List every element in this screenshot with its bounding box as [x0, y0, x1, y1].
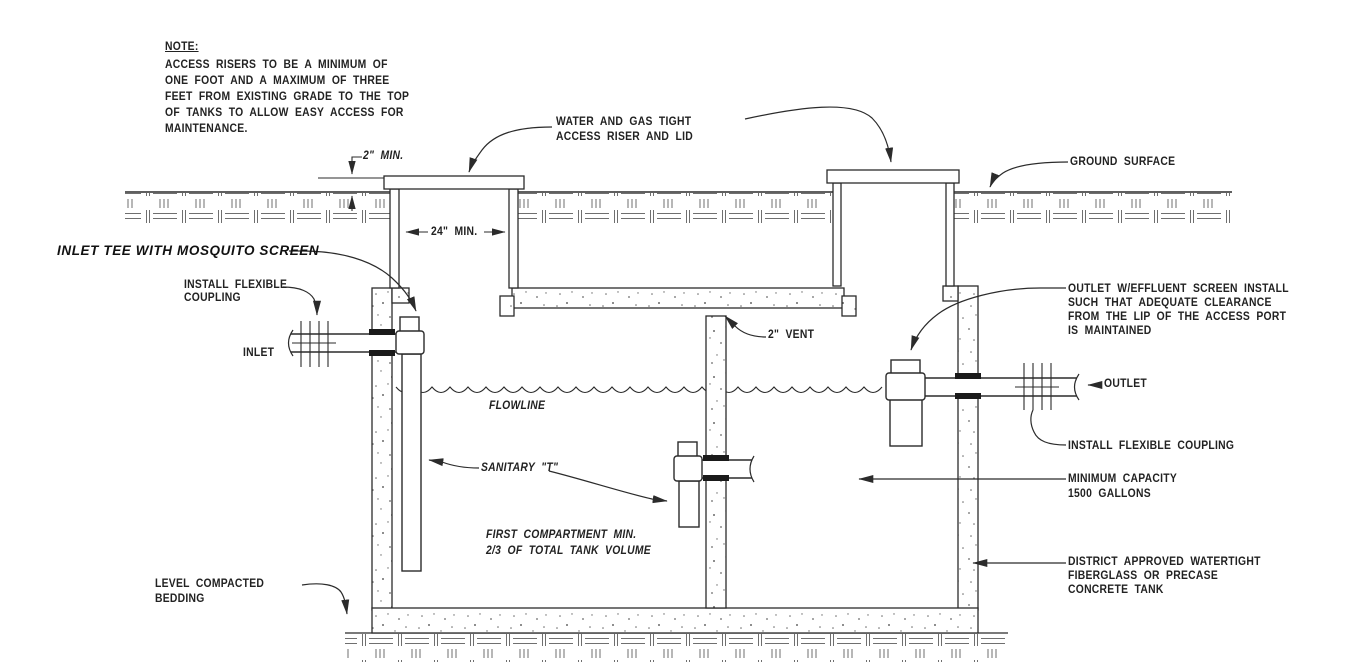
right-riser-lid — [826, 169, 960, 184]
label-install-flexible-coupling-right: INSTALL FLEXIBLE COUPLING — [1068, 440, 1235, 452]
label-install-flexible-coupling-left: INSTALL FLEXIBLE COUPLING — [184, 279, 288, 304]
note-body: ACCESS RISERS TO BE A MINIMUM OF ONE FOO… — [165, 59, 410, 135]
label-outlet: OUTLET — [1104, 378, 1148, 390]
label-inlet: INLET — [243, 347, 275, 359]
pipe-break-symbol — [287, 329, 294, 357]
inlet-drop-pipe — [401, 353, 422, 572]
outlet-tee — [885, 359, 926, 447]
pipe-wall-seal — [955, 393, 981, 399]
label-ground-surface: GROUND SURFACE — [1070, 156, 1176, 168]
pipe-wall-seal — [955, 373, 981, 379]
label-first-compartment: FIRST COMPARTMENT MIN. 2/3 OF TOTAL TANK… — [486, 529, 651, 557]
left-riser-lid — [383, 175, 525, 190]
tank-lid-slab — [511, 287, 845, 309]
middle-tee — [673, 441, 755, 528]
bedding-hatch — [345, 632, 1008, 662]
label-district-tank: DISTRICT APPROVED WATERTIGHT FIBERGLASS … — [1068, 556, 1261, 596]
leader-lines — [282, 106, 1103, 615]
leader-water-gas-tight-left — [468, 126, 553, 173]
pipe-wall-seal — [369, 329, 395, 335]
pipe-break-symbol — [749, 455, 755, 483]
label-sanitary-t: SANITARY "T" — [481, 462, 559, 474]
leader-vent — [724, 315, 767, 338]
pipe-break-symbol — [1073, 373, 1080, 401]
leader-outlet-effluent — [910, 287, 1066, 351]
ground-soil-fill — [125, 193, 1232, 223]
tank-right-wall — [957, 285, 979, 611]
leader-bedding — [301, 583, 350, 615]
leader-flex-coupling-right — [1030, 409, 1067, 446]
label-level-compacted-bedding: LEVEL COMPACTED BEDDING — [155, 578, 265, 605]
right-riser-wall — [832, 182, 842, 287]
flexible-coupling-left — [292, 321, 336, 367]
label-outlet-effluent-screen: OUTLET W/EFFLUENT SCREEN INSTALL SUCH TH… — [1068, 283, 1289, 337]
leader-inlet-tee — [289, 250, 417, 312]
note-heading: NOTE: — [165, 41, 199, 53]
flowline-wave — [395, 386, 883, 394]
label-vent: 2" VENT — [768, 329, 815, 341]
pipe-wall-seal — [703, 455, 729, 461]
right-riser-wall — [945, 182, 955, 287]
leader-sanitary-t-left — [428, 458, 480, 469]
leader-sanitary-t-right — [548, 470, 668, 504]
label-flowline: FLOWLINE — [489, 400, 546, 412]
label-inlet-tee-mosquito-screen: INLET TEE WITH MOSQUITO SCREEN — [57, 243, 320, 258]
leader-flex-coupling-left — [282, 286, 322, 316]
tank-left-wall-flange — [391, 287, 410, 304]
label-minimum-capacity: MINIMUM CAPACITY 1500 GALLONS — [1068, 473, 1178, 500]
dimension-label-2min: 2" MIN. — [363, 150, 404, 162]
left-riser-wall — [389, 188, 400, 289]
leader-water-gas-tight-right — [744, 106, 894, 163]
left-riser-wall — [508, 188, 519, 289]
flexible-coupling-right — [1015, 363, 1059, 410]
pipe-wall-seal — [703, 475, 729, 481]
right-access-riser — [826, 169, 960, 287]
inlet-tee — [395, 316, 425, 572]
tank-right-wall-flange — [942, 285, 959, 302]
dimension-label-24min: 24" MIN. — [431, 226, 478, 238]
tank-lid-flange-right — [841, 295, 857, 317]
label-water-gas-tight: WATER AND GAS TIGHT ACCESS RISER AND LID — [556, 116, 693, 143]
outlet-drop-pipe — [889, 398, 923, 447]
inlet-pipe — [287, 329, 398, 357]
leader-ground-surface — [989, 161, 1069, 188]
pipe-wall-seal — [369, 350, 395, 356]
tank-shell — [371, 285, 979, 634]
dimension-riser-above-grade — [318, 156, 384, 211]
tank-bottom-slab — [371, 607, 979, 634]
tank-lid-flange-left — [499, 295, 515, 317]
left-access-riser — [383, 175, 525, 289]
